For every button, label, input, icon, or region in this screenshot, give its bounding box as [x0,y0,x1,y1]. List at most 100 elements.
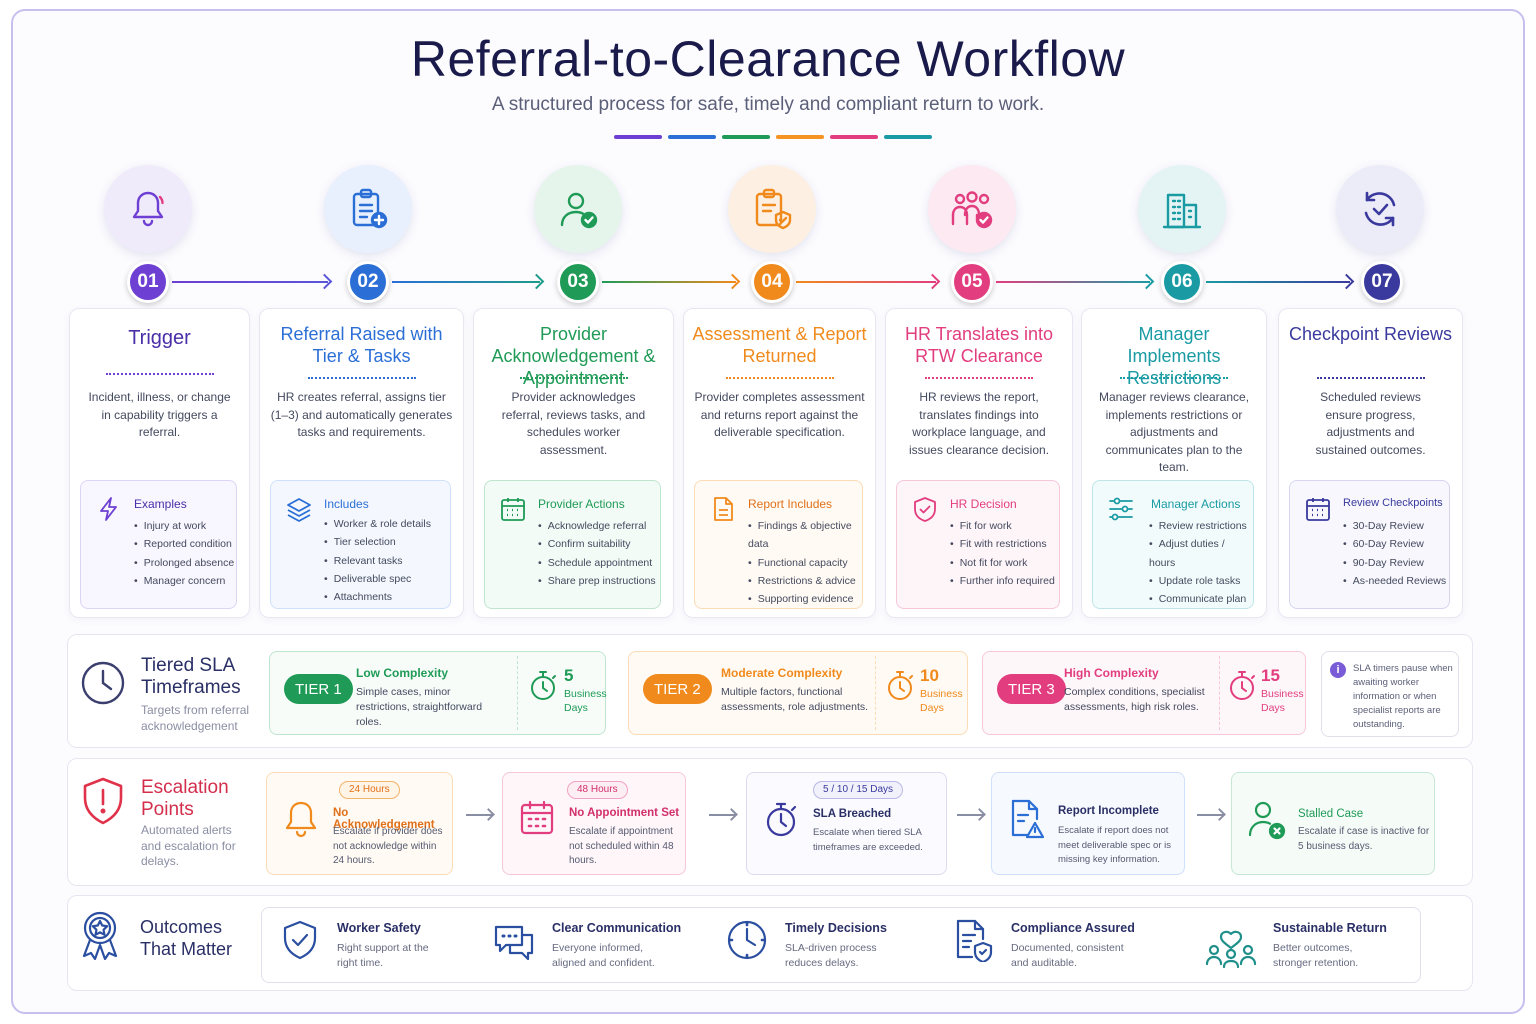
sla-note: i SLA timers pause when awaiting worker … [1321,651,1459,737]
step-subbox: Manager Actions Review restrictions Adju… [1092,480,1254,609]
team-check-icon [928,165,1016,253]
flow-arrow [392,281,540,283]
accent-bar [614,135,662,139]
shield-check-icon [283,920,317,960]
list-item: Functional capacity [748,554,862,572]
escalation-card: 24 Hours No Acknowledgement Escalate if … [266,772,453,875]
bell-icon [104,165,192,253]
flow-arrow [796,281,936,283]
list-item: As-needed Reviews [1343,572,1446,590]
subbox-heading: Examples [134,497,187,511]
subbox-heading: Manager Actions [1151,497,1241,511]
outcome-title: Sustainable Return [1273,921,1387,935]
clipboard-shield-icon [728,165,816,253]
list-item: Reported condition [134,535,234,553]
sla-title: Tiered SLA Timeframes [141,655,241,698]
escalation-item-title: Stalled Case [1298,808,1364,820]
divider [1120,377,1228,379]
building-icon [1138,165,1226,253]
page-subtitle: A structured process for safe, timely an… [491,94,1045,115]
outcome-description: Everyone informed, aligned and confident… [552,942,655,969]
step-number: 04 [751,261,793,303]
step-number: 06 [1161,261,1203,303]
tier-days: 10 [920,666,939,685]
flow-arrow [466,814,492,816]
flow-arrow [1206,281,1350,283]
accent-bar [830,135,878,139]
list-item: Attachments [324,588,431,606]
sla-description: Targets from referral acknowledgement [141,703,250,733]
tier-days: 5 [564,666,574,685]
divider [725,377,834,379]
outcome-title: Clear Communication [552,921,682,935]
subbox-list: Fit for work Fit with restrictions Not f… [950,517,1055,590]
list-item: Prolonged absence [134,554,235,572]
bell-icon [285,801,317,838]
step-card: Assessment & Report Returned Provider co… [683,308,876,618]
tier-name: High Complexity [1064,666,1159,680]
list-item: 30-Day Review [1343,517,1446,535]
escalation-item-title: SLA Breached [813,808,892,820]
outcome-description: Documented, consistent and auditable. [1011,942,1124,969]
list-item: Further info required [950,572,1055,590]
tier-description: Simple cases, minor restrictions, straig… [356,686,483,728]
step-title: Assessment & Report Returned [692,324,867,366]
step-description: HR reviews the report, translates findin… [908,390,1050,457]
list-item: Fit for work [950,517,1055,535]
list-item: Share prep instructions [538,572,656,590]
divider [925,377,1033,379]
tier-card: TIER 3 High Complexity Complex condition… [982,651,1306,735]
flow-arrow [1197,814,1223,816]
step-number: 07 [1361,261,1403,303]
time-badge: 5 / 10 / 15 Days [813,781,904,799]
subbox-heading: Includes [324,497,369,511]
refresh-check-icon [1336,165,1424,253]
list-item: Fit with restrictions [950,535,1055,553]
step-subbox: Provider Actions Acknowledge referral Co… [484,480,661,609]
outcome-description: Better outcomes, stronger retention. [1273,942,1359,969]
subbox-list: Injury at work Reported condition Prolon… [134,517,235,590]
chat-icon [494,925,534,961]
step-card: Manager Implements Restrictions Manager … [1081,308,1267,618]
flow-arrow [996,281,1150,283]
step-title: Manager Implements Restrictions [1126,324,1222,388]
document-icon [714,497,733,521]
stopwatch-icon [766,802,797,837]
tier-name: Moderate Complexity [721,666,843,680]
subbox-heading: HR Decision [950,497,1017,511]
subbox-heading: Report Includes [748,497,833,511]
stopwatch-icon [1230,671,1255,700]
escalation-item-desc: Escalate if provider does not acknowledg… [333,826,443,866]
escalation-card: Report Incomplete Escalate if report doe… [991,772,1185,875]
list-item: 90-Day Review [1343,554,1446,572]
outcome-title: Timely Decisions [785,921,887,935]
time-badge: 24 Hours [339,781,400,799]
escalation-item-desc: Escalate when tiered SLA timeframes are … [813,827,923,853]
list-item: Adjust duties / hours [1149,535,1253,572]
escalation-item-desc: Escalate if report does not meet deliver… [1058,825,1171,865]
list-item: Acknowledge referral [538,517,656,535]
list-item: Confirm suitability [538,535,656,553]
layers-icon [287,498,311,522]
step-title: Trigger [128,327,191,349]
subbox-list: Worker & role details Tier selection Rel… [324,515,431,606]
list-item: Deliverable spec [324,570,431,588]
stopwatch-icon [531,671,556,700]
divider [875,656,876,730]
flow-arrow [709,814,735,816]
escalation-title: Escalation Points [141,777,229,820]
list-item: Review restrictions [1149,517,1253,535]
outcome-title: Compliance Assured [1011,921,1135,935]
list-item: Communicate plan [1149,590,1253,608]
escalation-card: 5 / 10 / 15 Days SLA Breached Escalate w… [746,772,947,875]
user-x-icon [1248,801,1286,840]
step-card: Provider Acknowledgement & Appointment P… [473,308,674,618]
tier-days-unit: Business Days [920,688,963,714]
escalation-card: Stalled Case Escalate if case is inactiv… [1231,772,1435,875]
tier-card: TIER 1 Low Complexity Simple cases, mino… [269,651,607,735]
step-card: HR Translates into RTW Clearance HR revi… [885,308,1073,618]
list-item: Tier selection [324,533,431,551]
subbox-list: Acknowledge referral Confirm suitability… [538,517,656,590]
divider [1219,656,1220,730]
page-title: Referral-to-Clearance Workflow [410,31,1126,87]
